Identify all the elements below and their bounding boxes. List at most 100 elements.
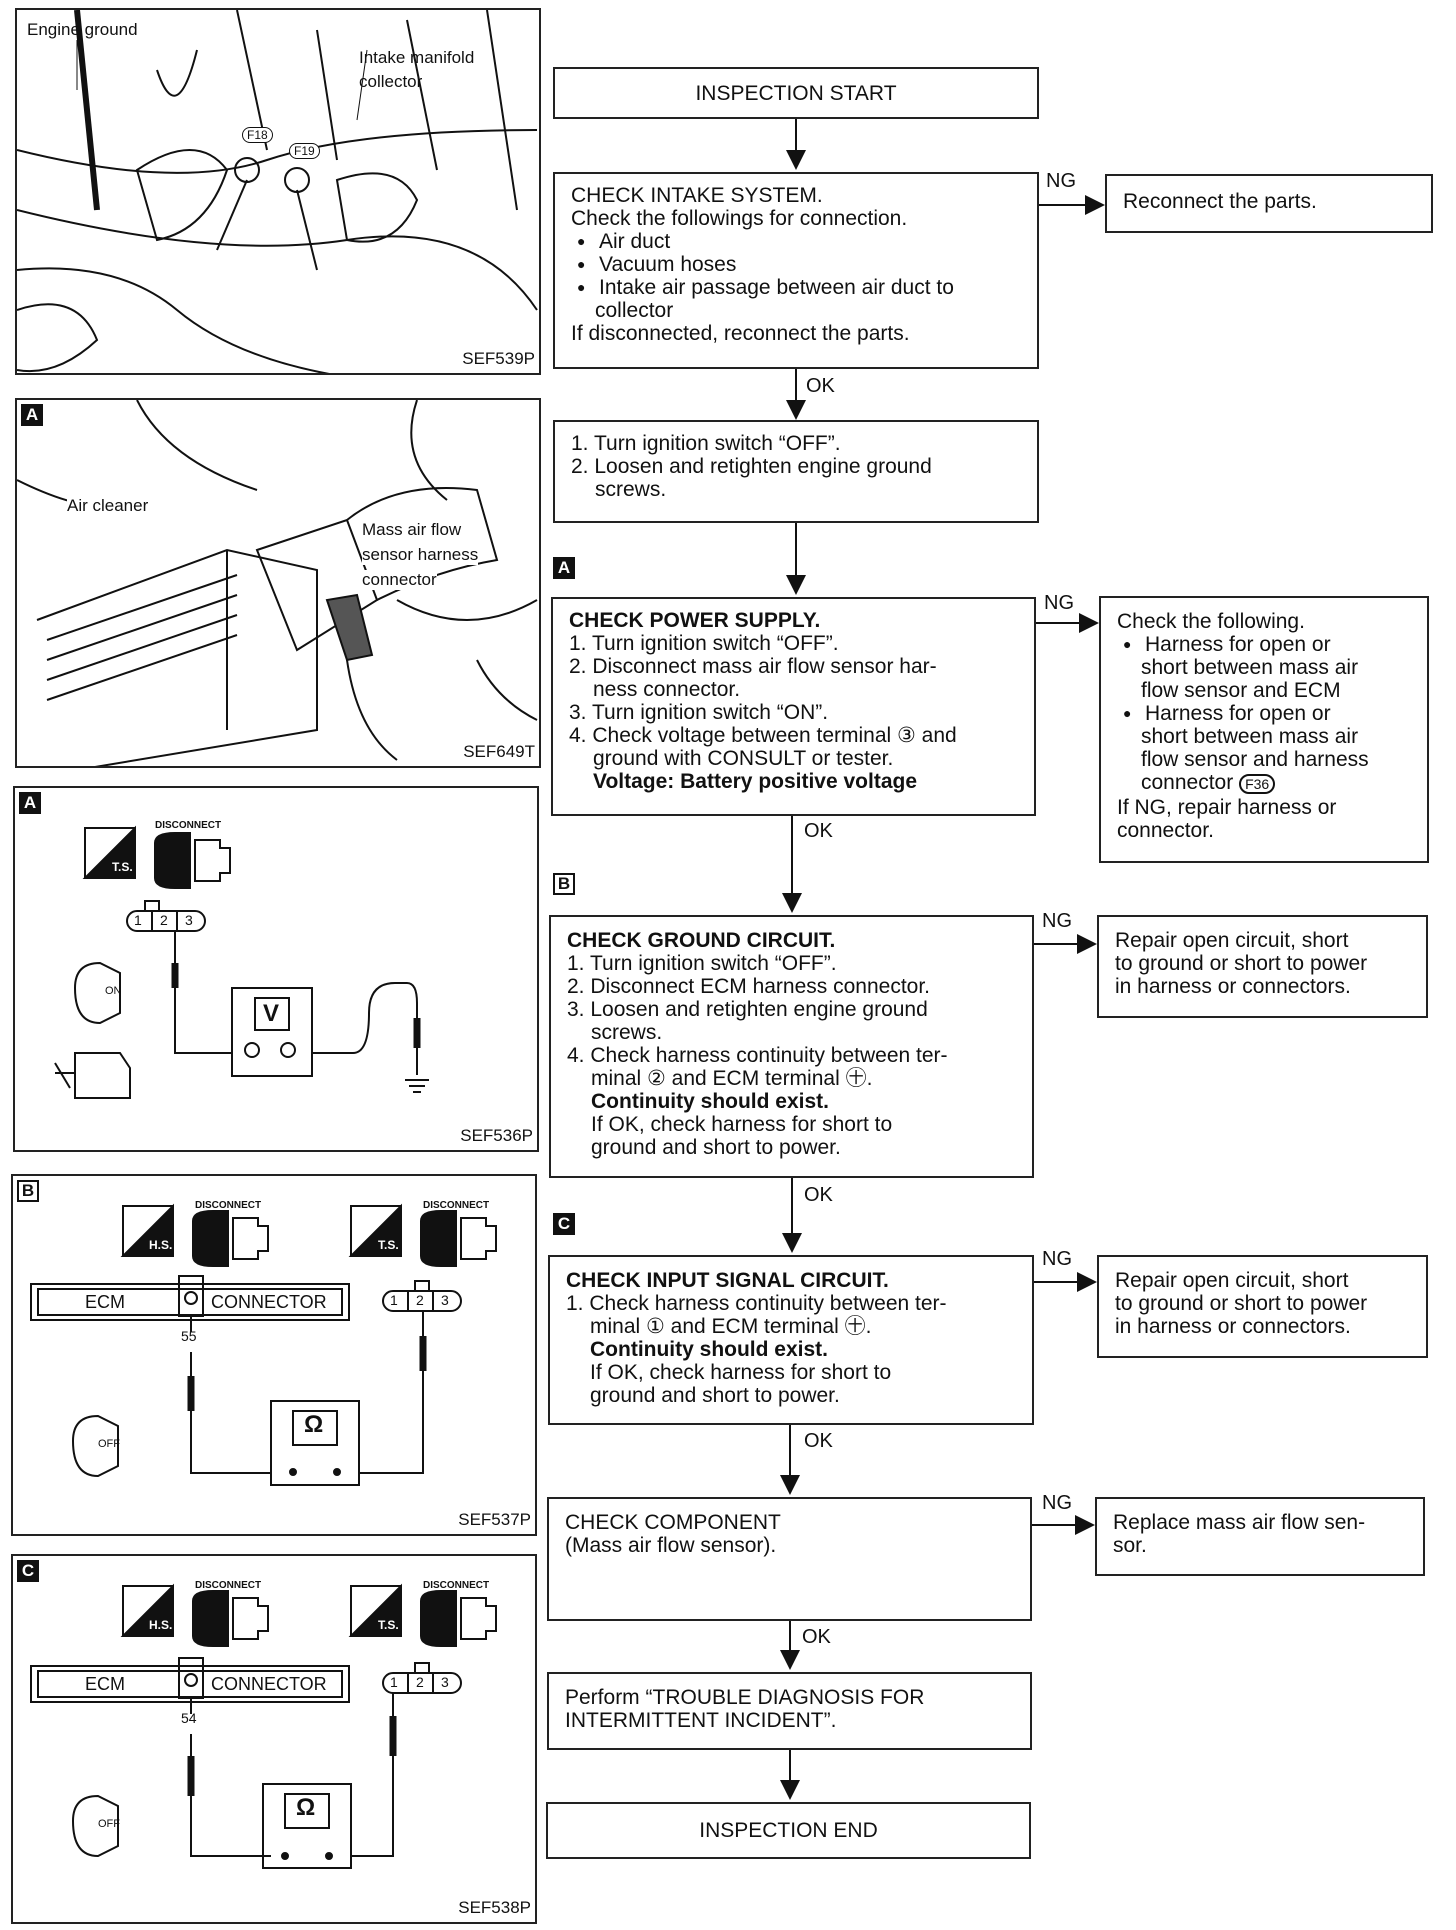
- step-perform-intermittent: Perform “TROUBLE DIAGNOSIS FOR INTERMITT…: [547, 1672, 1032, 1750]
- tester-label: T.S.: [112, 860, 133, 874]
- step-text: screws.: [595, 478, 667, 501]
- step-check-power: CHECK POWER SUPPLY. 1. Turn ignition swi…: [551, 597, 1036, 816]
- step-ground-screws: 1. Turn ignition switch “OFF”. 2. Loosen…: [553, 420, 1039, 523]
- step-title: CHECK COMPONENT: [565, 1511, 781, 1534]
- figure-code: SEF538P: [458, 1898, 531, 1917]
- disconnect-label: DISCONNECT: [155, 820, 222, 831]
- step-text: minal ① and ECM terminal ㊉.: [590, 1315, 872, 1338]
- ng-action-text: to ground or short to power: [1115, 952, 1368, 975]
- bullet-item: Harness for open or: [1117, 702, 1411, 725]
- connector-label: CONNECTOR: [211, 1292, 327, 1312]
- bullet-continuation: short between mass air: [1141, 656, 1359, 679]
- ignition-off-label: OFF: [98, 1818, 120, 1830]
- terminal-1: 1: [390, 1292, 398, 1308]
- step-text: 1. Turn ignition switch “OFF”.: [569, 632, 839, 655]
- inspection-start: INSPECTION START: [553, 67, 1039, 119]
- input-signal-schematic: [30, 1583, 497, 1869]
- ng-action-text: sor.: [1113, 1534, 1147, 1557]
- step-check-input: CHECK INPUT SIGNAL CIRCUIT. 1. Check har…: [548, 1255, 1034, 1425]
- figure-label: collector: [359, 72, 423, 91]
- step-text: ness connector.: [593, 678, 741, 701]
- ground-circuit-schematic: [30, 1203, 497, 1486]
- step-text: 2. Disconnect ECM harness connector.: [567, 975, 931, 998]
- voltmeter-symbol: V: [263, 1000, 280, 1027]
- terminal-number: 55: [181, 1328, 197, 1344]
- figure-ground-circuit: B DISCONNECT H.S. T.S. DISCONNECT ECM CO…: [11, 1174, 537, 1536]
- step-text: 1. Check harness continuity between ter-: [566, 1292, 947, 1315]
- step-note: If OK, check harness for short to: [591, 1113, 893, 1136]
- step-text: INTERMITTENT INCIDENT”.: [565, 1709, 837, 1732]
- step-text: minal ② and ECM terminal ㊉.: [591, 1067, 873, 1090]
- ng-action-text: Replace mass air flow sen-: [1113, 1511, 1366, 1534]
- figure-air-cleaner: A Air cleaner Mass air flow sensor harne…: [15, 398, 541, 768]
- connector-callout: F19: [289, 143, 320, 159]
- figure-label: sensor harness: [362, 545, 479, 565]
- bullet-item: Air duct: [571, 230, 1021, 253]
- step-check-ground: CHECK GROUND CIRCUIT. 1. Turn ignition s…: [549, 915, 1034, 1178]
- figure-label: connector: [362, 570, 437, 590]
- figure-label: Engine ground: [27, 20, 138, 39]
- figure-tag: C: [17, 1560, 39, 1582]
- figure-label: Mass air flow: [362, 520, 462, 540]
- ok-label: OK: [806, 375, 835, 397]
- terminal-1: 1: [390, 1674, 398, 1690]
- bullet-item: Harness for open or: [1117, 633, 1411, 656]
- ohmmeter-symbol: Ω: [304, 1411, 324, 1438]
- voltage-check-schematic: [54, 825, 429, 1099]
- terminal-1: 1: [134, 912, 142, 928]
- terminal-2: 2: [416, 1674, 424, 1690]
- figure-code: SEF649T: [463, 742, 535, 761]
- bullet-continuation: flow sensor and harness: [1141, 748, 1369, 771]
- ecm-label: ECM: [85, 1292, 125, 1312]
- disconnect-label: DISCONNECT: [423, 1580, 490, 1591]
- inspection-end-text: INSPECTION END: [699, 1819, 878, 1842]
- ng-action-power: Check the following. Harness for open or…: [1099, 596, 1429, 863]
- ng-label: NG: [1042, 1492, 1072, 1514]
- ok-label: OK: [804, 820, 833, 842]
- step-note: ground and short to power.: [590, 1384, 840, 1407]
- inspection-start-text: INSPECTION START: [695, 81, 897, 105]
- ng-action-text: Reconnect the parts.: [1123, 190, 1317, 213]
- step-check-intake: CHECK INTAKE SYSTEM. Check the following…: [553, 172, 1039, 369]
- ng-action-input: Repair open circuit, short to ground or …: [1097, 1255, 1428, 1358]
- figure-voltage-check: A DISCONNECT T.S. 1 2 3 V ON SEF536P: [13, 786, 539, 1152]
- step-text: 3. Turn ignition switch “ON”.: [569, 701, 829, 724]
- bullet-continuation: flow sensor and ECM: [1141, 679, 1341, 702]
- ng-action-text: to ground or short to power: [1115, 1292, 1368, 1315]
- terminal-number: 54: [181, 1710, 197, 1726]
- ng-action-text: in harness or connectors.: [1115, 1315, 1351, 1338]
- ecm-label: ECM: [85, 1674, 125, 1694]
- ohmmeter-symbol: Ω: [296, 1794, 316, 1821]
- disconnect-label: DISCONNECT: [423, 1200, 490, 1211]
- ng-action-text: Repair open circuit, short: [1115, 929, 1349, 952]
- terminal-2: 2: [416, 1292, 424, 1308]
- tester-label: T.S.: [378, 1238, 399, 1252]
- step-note: ground and short to power.: [591, 1136, 841, 1159]
- ok-label: OK: [802, 1626, 831, 1648]
- terminal-3: 3: [441, 1674, 449, 1690]
- ng-label: NG: [1046, 170, 1076, 192]
- bullet-continuation: connector F36: [1117, 771, 1411, 796]
- ng-action-intake: Reconnect the parts.: [1105, 174, 1433, 233]
- step-text: 2. Loosen and retighten engine ground: [571, 455, 932, 478]
- figure-code: SEF539P: [462, 349, 535, 368]
- step-text: (Mass air flow sensor).: [565, 1534, 777, 1557]
- step-text: 3. Loosen and retighten engine ground: [567, 998, 928, 1021]
- step-text: 1. Turn ignition switch “OFF”.: [567, 952, 837, 975]
- step-text: Check the followings for connection.: [571, 207, 908, 230]
- connector-label: CONNECTOR: [211, 1674, 327, 1694]
- figure-code: SEF536P: [460, 1126, 533, 1145]
- step-text: 4. Check harness continuity between ter-: [567, 1044, 948, 1067]
- ignition-off-label: OFF: [98, 1438, 120, 1450]
- figure-input-signal: C DISCONNECT H.S. T.S. DISCONNECT ECM CO…: [11, 1554, 537, 1924]
- ng-action-text: in harness or connectors.: [1115, 975, 1351, 998]
- step-note: If disconnected, reconnect the parts.: [571, 322, 910, 345]
- terminal-3: 3: [185, 912, 193, 928]
- connector-callout: F18: [242, 127, 273, 143]
- ng-action-text: Repair open circuit, short: [1115, 1269, 1349, 1292]
- harness-label: H.S.: [149, 1618, 173, 1632]
- ok-label: OK: [804, 1430, 833, 1452]
- step-spec: Voltage: Battery positive voltage: [593, 770, 918, 793]
- ok-label: OK: [804, 1184, 833, 1206]
- inspection-end: INSPECTION END: [546, 1802, 1031, 1859]
